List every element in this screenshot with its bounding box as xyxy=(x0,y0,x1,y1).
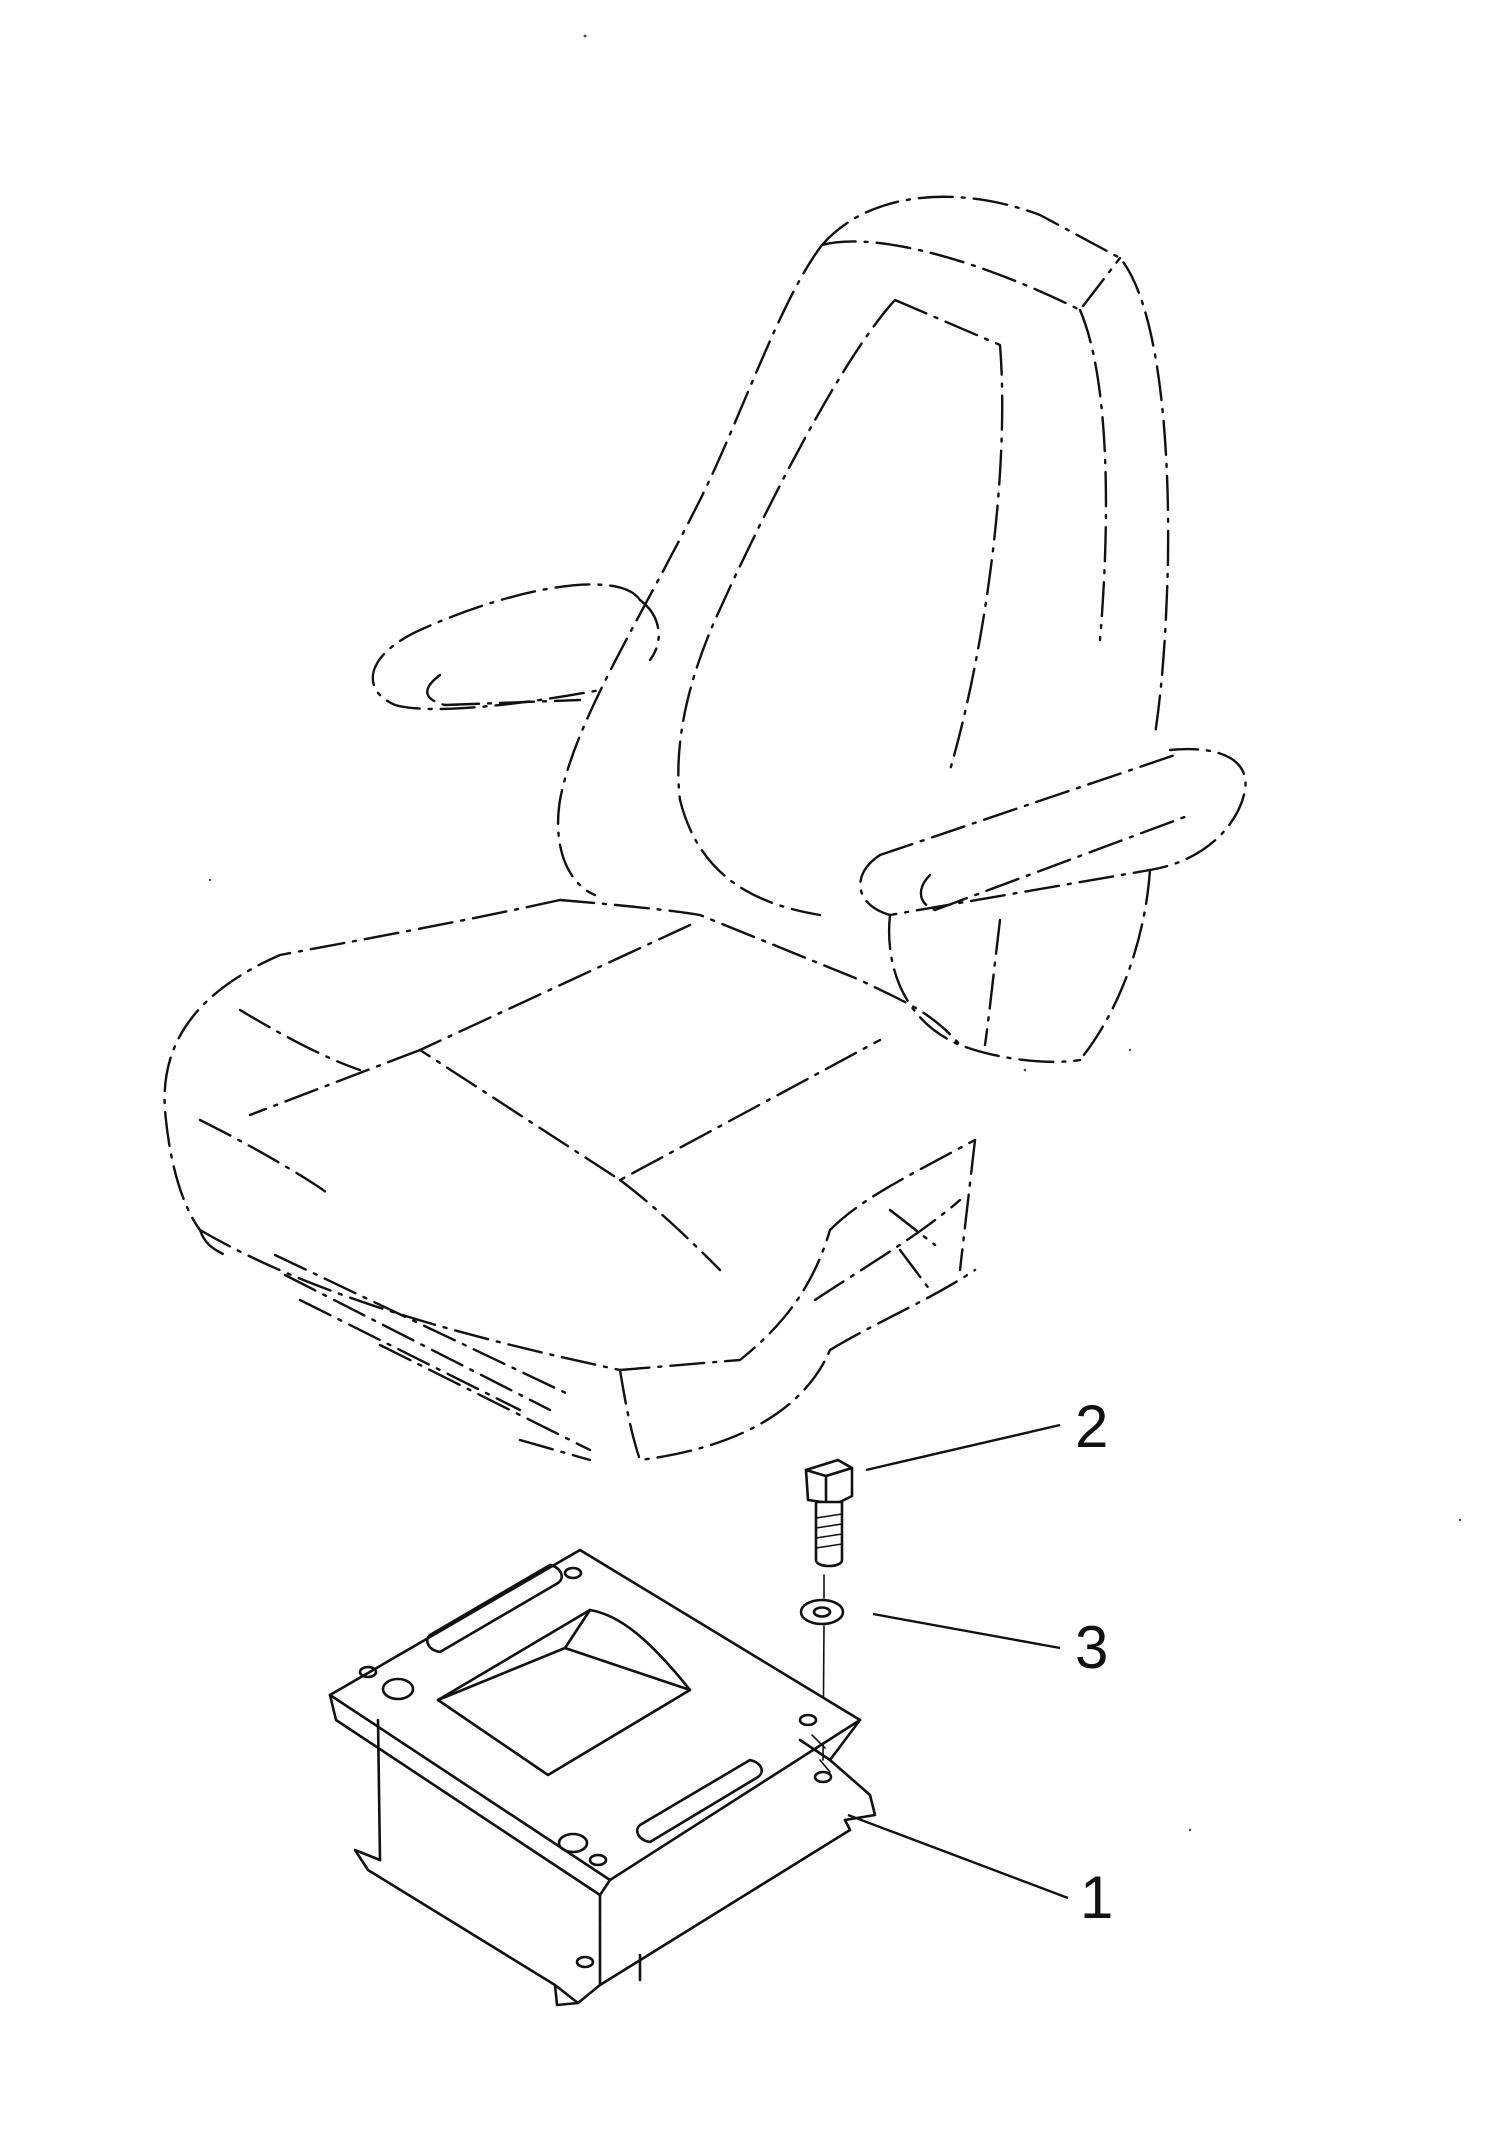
operator-seat-icon xyxy=(163,195,1247,1462)
callout-1: 1 xyxy=(847,1813,1113,1931)
callout-2: 2 xyxy=(865,1393,1108,1472)
bolt-icon xyxy=(804,1458,854,1568)
scan-noise xyxy=(208,34,1462,1832)
callout-label-2: 2 xyxy=(1075,1393,1108,1460)
callout-3: 3 xyxy=(872,1612,1108,1681)
seat-bracket-icon xyxy=(328,1548,877,2007)
washer-icon xyxy=(799,1598,845,1626)
callout-label-3: 3 xyxy=(1075,1614,1108,1681)
callout-label-1: 1 xyxy=(1080,1864,1113,1931)
